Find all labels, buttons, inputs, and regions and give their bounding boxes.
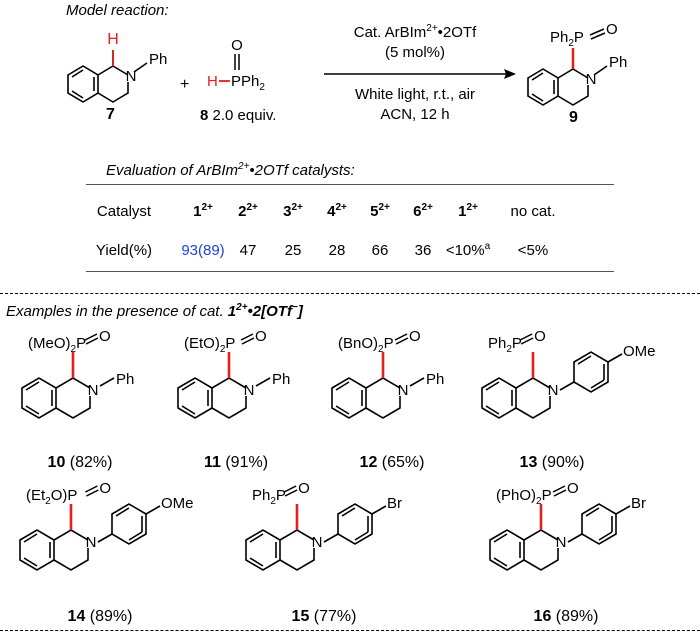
example-14-structure: (Et2O)P O N OMe bbox=[19, 480, 194, 571]
yield-value-2: 47 bbox=[239, 242, 257, 259]
example-15-caption: 15 (77%) bbox=[291, 608, 357, 625]
nitrogen-atom: N bbox=[126, 68, 137, 85]
yield-value-3: 25 bbox=[284, 242, 302, 259]
oxygen-atom: O bbox=[606, 21, 618, 38]
nitrogen-atom: N bbox=[86, 534, 97, 551]
pph2-label: PPh2 bbox=[231, 73, 265, 93]
phosphorus-group-label: Ph2P bbox=[488, 335, 522, 355]
table-top-rule bbox=[86, 184, 614, 185]
conditions-top: Cat. ArBIm2+•2OTf (5 mol%) bbox=[353, 23, 477, 62]
product-label-9: 9 bbox=[569, 109, 578, 126]
ph2p-label: Ph2P bbox=[550, 29, 584, 49]
aryl-substituent-label: OMe bbox=[623, 343, 656, 360]
phosphorus-group-label: (PhO)2P bbox=[496, 487, 552, 507]
model-reaction-title: Model reaction: bbox=[66, 2, 169, 19]
catalyst-3-label: 32+ bbox=[283, 202, 303, 221]
hydrogen-atom: H bbox=[207, 73, 218, 90]
oxygen-atom: O bbox=[409, 328, 421, 345]
example-16-structure: (PhO)2P O N Br bbox=[489, 480, 646, 571]
nitrogen-atom: N bbox=[556, 534, 567, 551]
example-10-structure: (MeO)2P O N Ph bbox=[21, 328, 134, 419]
phosphine-label: 8 2.0 equiv. bbox=[200, 107, 277, 124]
table-bottom-rule bbox=[86, 271, 614, 272]
reactant-7-structure: H N Ph bbox=[67, 31, 167, 103]
example-15-structure: Ph2P O N Br bbox=[245, 480, 402, 571]
reaction-arrow bbox=[324, 69, 516, 79]
yield-value-6: 36 bbox=[414, 242, 432, 259]
example-12-structure: (BnO)2P O N Ph bbox=[331, 328, 444, 419]
nitrogen-atom: N bbox=[398, 382, 409, 399]
oxygen-atom: O bbox=[99, 328, 111, 345]
catalyst-1-label: 12+ bbox=[193, 202, 213, 221]
yield-row-label: Yield(%) bbox=[95, 242, 153, 259]
section-divider bbox=[0, 293, 700, 294]
yield-value-5: 66 bbox=[371, 242, 389, 259]
phosphorus-group-label: (EtO)2P bbox=[184, 335, 235, 355]
bottom-divider bbox=[0, 630, 700, 631]
catalyst-5-label: 52+ bbox=[370, 202, 390, 221]
example-13-structure: Ph2P O N OMe bbox=[481, 328, 656, 419]
example-10-caption: 10 (82%) bbox=[47, 454, 113, 471]
no-catalyst-yield: <5% bbox=[517, 242, 549, 259]
examples-title: Examples in the presence of cat. 12+•2[O… bbox=[6, 302, 303, 321]
hydrogen-atom: H bbox=[107, 31, 119, 48]
catalyst-6-label: 62+ bbox=[413, 202, 433, 221]
oxygen-atom: O bbox=[255, 328, 267, 345]
nitrogen-atom: N bbox=[586, 71, 597, 88]
oxygen-atom: O bbox=[534, 328, 546, 345]
evaluation-title: Evaluation of ArBIm2+•2OTf catalysts: bbox=[106, 161, 355, 180]
nitrogen-atom: N bbox=[548, 382, 559, 399]
oxygen-atom: O bbox=[99, 480, 111, 497]
oxygen-atom: O bbox=[298, 480, 310, 497]
phosphorus-group-label: (Et2O)P bbox=[26, 487, 77, 507]
catalyst-7-label: 12+ bbox=[458, 202, 478, 221]
example-13-caption: 13 (90%) bbox=[519, 454, 585, 471]
nitrogen-atom: N bbox=[244, 382, 255, 399]
catalyst-4-label: 42+ bbox=[327, 202, 347, 221]
example-16-caption: 16 (89%) bbox=[533, 608, 599, 625]
phosphine-oxide-8-structure: O H PPh2 bbox=[207, 37, 265, 93]
yield-value-1: 93(89) bbox=[181, 242, 225, 259]
phosphorus-group-label: (MeO)2P bbox=[28, 335, 86, 355]
phenyl-label: Ph bbox=[149, 51, 167, 68]
catalyst-row-label: Catalyst bbox=[96, 203, 152, 220]
reactant-label-7: 7 bbox=[106, 106, 115, 123]
yield-value-7: <10%a bbox=[445, 241, 491, 260]
plus-sign: + bbox=[180, 76, 190, 93]
phenyl-label: Ph bbox=[116, 371, 134, 388]
example-14-caption: 14 (89%) bbox=[67, 608, 133, 625]
phosphorus-group-label: (BnO)2P bbox=[338, 335, 394, 355]
phenyl-label: Ph bbox=[609, 54, 627, 71]
no-catalyst-label: no cat. bbox=[510, 203, 556, 220]
oxygen-atom: O bbox=[567, 480, 579, 497]
phenyl-label: Ph bbox=[426, 371, 444, 388]
nitrogen-atom: N bbox=[312, 534, 323, 551]
aryl-substituent-label: OMe bbox=[161, 495, 194, 512]
aryl-substituent-label: Br bbox=[387, 495, 402, 512]
yield-value-4: 28 bbox=[328, 242, 346, 259]
example-11-caption: 11 (91%) bbox=[203, 454, 269, 471]
phenyl-label: Ph bbox=[272, 371, 290, 388]
example-12-caption: 12 (65%) bbox=[359, 454, 425, 471]
nitrogen-atom: N bbox=[88, 382, 99, 399]
phosphorus-group-label: Ph2P bbox=[252, 487, 286, 507]
conditions-bottom: White light, r.t., air ACN, 12 h bbox=[354, 86, 476, 123]
catalyst-2-label: 22+ bbox=[238, 202, 258, 221]
example-11-structure: (EtO)2P O N Ph bbox=[177, 328, 290, 419]
product-9-structure: Ph2P O N Ph bbox=[527, 21, 627, 106]
aryl-substituent-label: Br bbox=[631, 495, 646, 512]
oxygen-atom: O bbox=[231, 37, 243, 54]
